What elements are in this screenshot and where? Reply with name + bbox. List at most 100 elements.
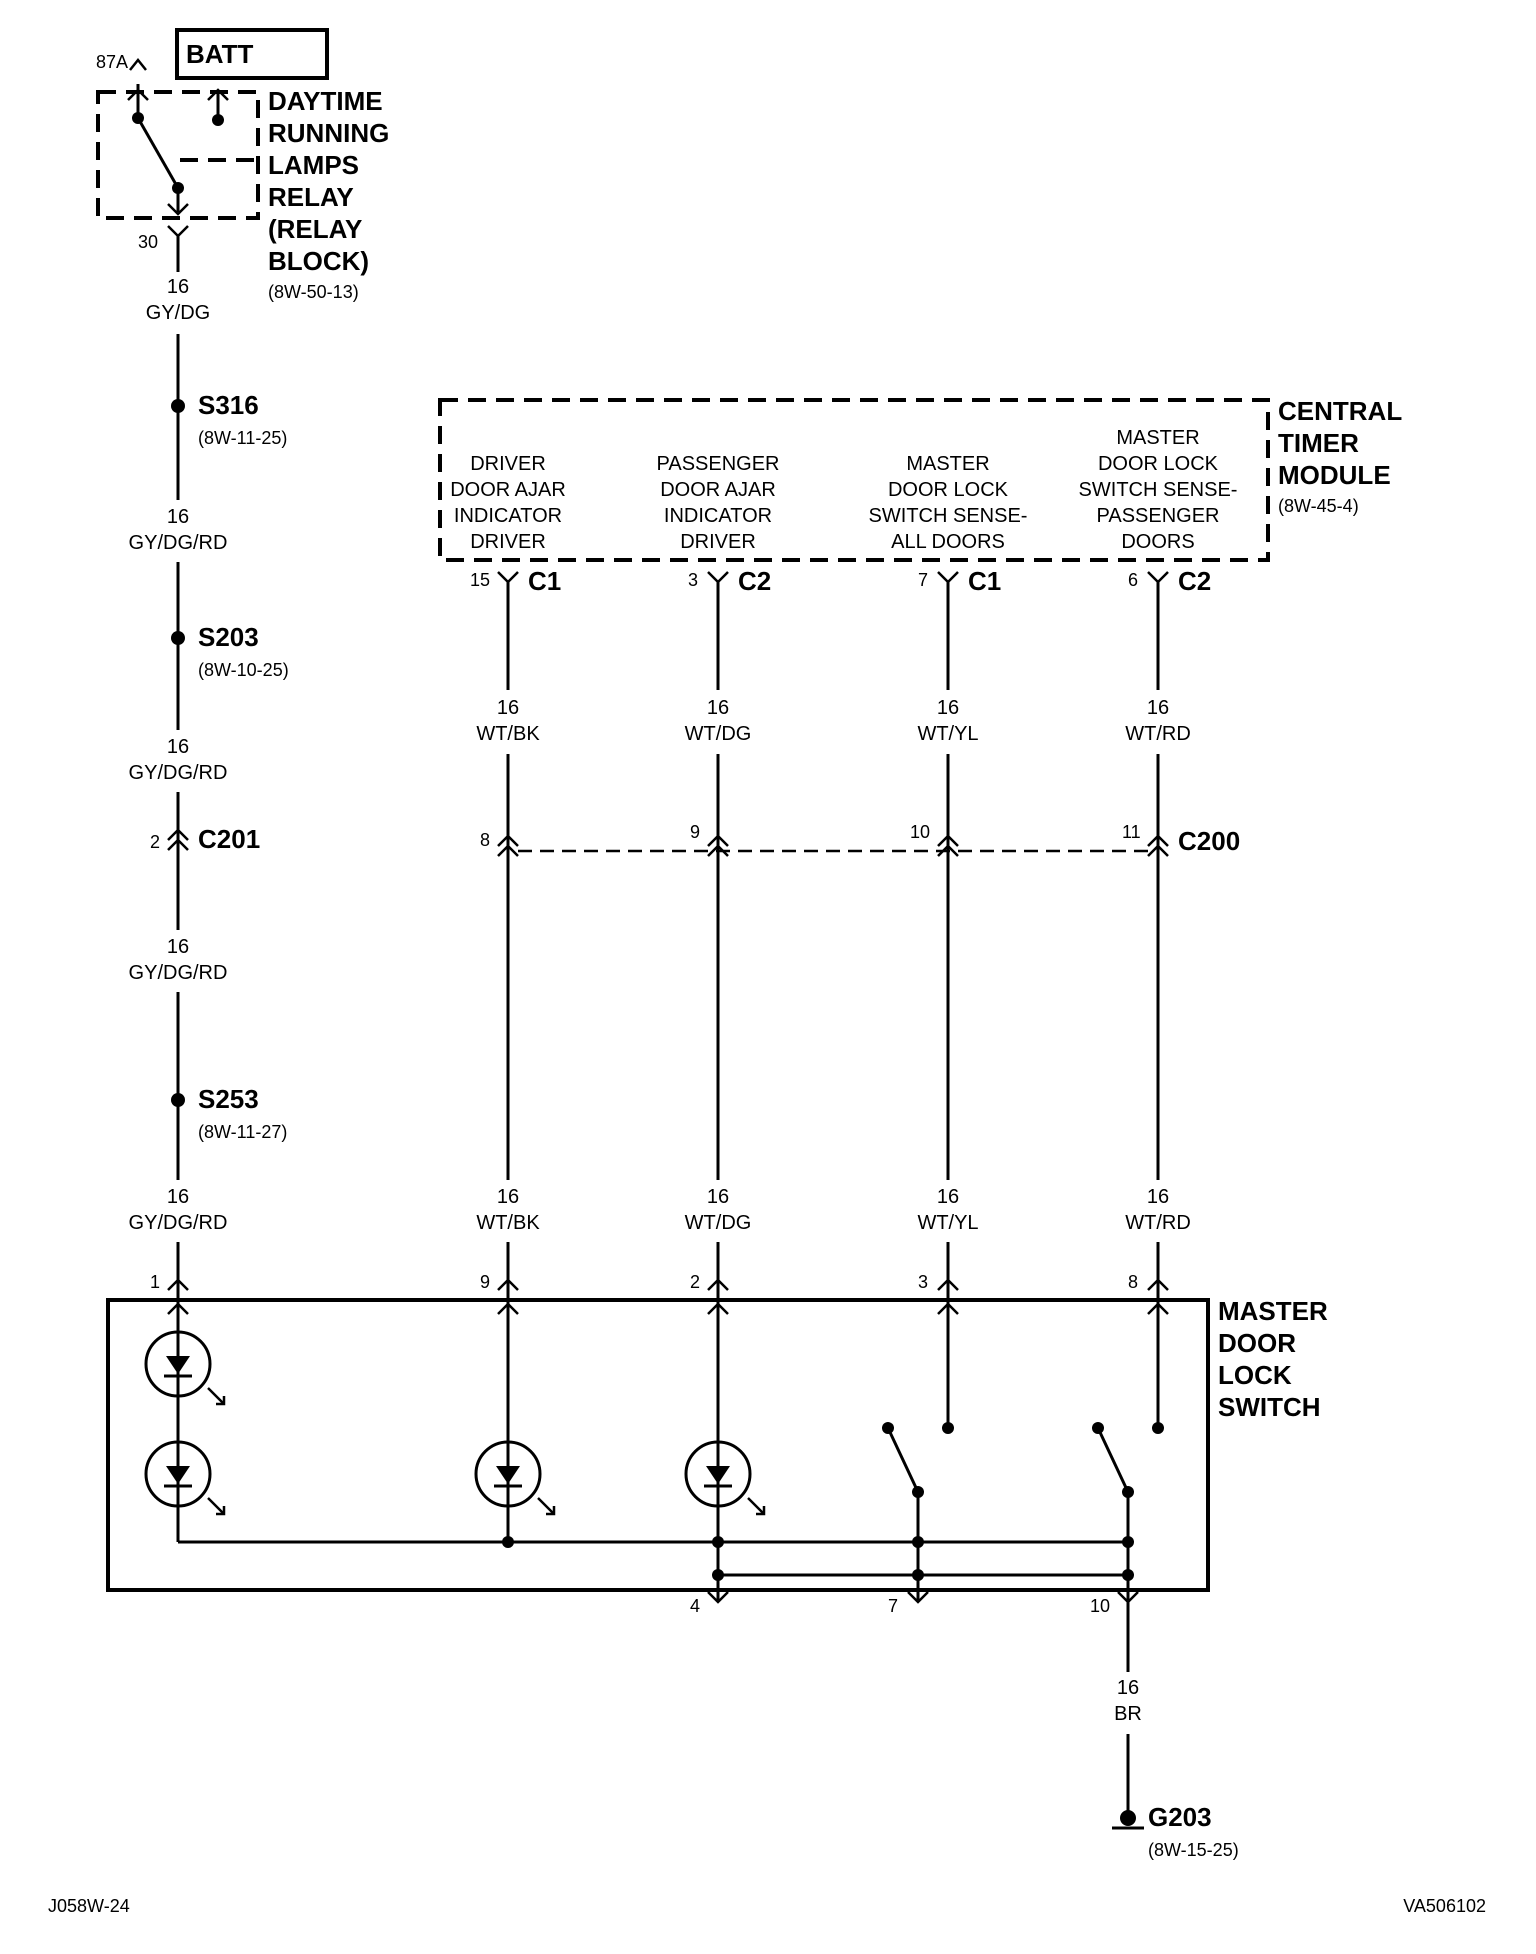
master-door-lock-switch: MASTER DOOR LOCK SWITCH	[106, 1296, 1328, 1616]
ctm-circuit-label: DOOR LOCK	[888, 479, 1009, 501]
splice-s253	[171, 1093, 185, 1107]
central-timer-module: CENTRAL TIMER MODULE (8W-45-4) DRIVER DO…	[438, 396, 1402, 562]
switch-pin: 9	[480, 1272, 490, 1292]
splice-ref: (8W-11-25)	[198, 428, 287, 448]
switch-contact-icon	[1092, 1422, 1134, 1600]
wire-color: WT/DG	[685, 1212, 752, 1234]
wire-color: WT/YL	[917, 1212, 978, 1234]
splice-id: S203	[198, 622, 259, 652]
wire-color: GY/DG/RD	[129, 962, 228, 984]
wire-gauge: 16	[1147, 697, 1169, 719]
ctm-ref: (8W-45-4)	[1278, 496, 1359, 516]
ctm-circuit-label: DOOR AJAR	[660, 479, 776, 501]
wire-gauge: 16	[707, 697, 729, 719]
switch-pin: 3	[918, 1272, 928, 1292]
ctm-circuit-label: INDICATOR	[664, 505, 772, 527]
led-icon	[144, 1330, 226, 1406]
ctm-label-line: MODULE	[1278, 460, 1391, 490]
splice-ref: (8W-11-27)	[198, 1122, 287, 1142]
circuit-wire-switch-sense-passenger-doors: 6 C2 16 WT/RD 11 16 WT/RD 8	[1122, 566, 1211, 1302]
switch-label-line: MASTER	[1218, 1296, 1328, 1326]
c200-pin: 8	[480, 830, 490, 850]
ctm-connector: C2	[738, 566, 771, 596]
ground-icon	[1120, 1810, 1136, 1826]
wire-gauge: 16	[497, 1186, 519, 1208]
ground-ref: (8W-15-25)	[1148, 1840, 1239, 1860]
ctm-connector: C2	[1178, 566, 1211, 596]
ctm-pin: 6	[1128, 570, 1138, 590]
ctm-label-line: TIMER	[1278, 428, 1359, 458]
led-icon	[474, 1440, 556, 1516]
switch-label-line: SWITCH	[1218, 1392, 1321, 1422]
wire-gauge: 16	[937, 1186, 959, 1208]
led-icon	[684, 1440, 766, 1516]
batt-box: BATT	[175, 28, 329, 80]
wire-color: WT/RD	[1125, 1212, 1191, 1234]
ctm-circuit-label: INDICATOR	[454, 505, 562, 527]
relay-label-line: RUNNING	[268, 118, 389, 148]
led-icon	[144, 1440, 226, 1516]
ctm-circuit-label: MASTER	[1116, 427, 1199, 449]
switch-pin: 1	[150, 1272, 160, 1292]
wire-color: WT/BK	[476, 1212, 540, 1234]
circuit-wire-driver-door-ajar: 15 C1 16 WT/BK 8 16 WT/BK 9	[470, 566, 561, 1302]
ctm-connector: C1	[968, 566, 1001, 596]
wire-gauge: 16	[707, 1186, 729, 1208]
relay-label-line: LAMPS	[268, 150, 359, 180]
relay-pin-30: 30	[138, 232, 158, 252]
ctm-label-line: CENTRAL	[1278, 396, 1402, 426]
wire-gauge: 16	[167, 736, 189, 758]
relay-label-line: RELAY	[268, 182, 354, 212]
splice-ref: (8W-10-25)	[198, 660, 289, 680]
wire-color: BR	[1114, 1703, 1142, 1725]
wire-color: GY/DG/RD	[129, 532, 228, 554]
ctm-pin: 7	[918, 570, 928, 590]
c200-pin: 10	[910, 822, 930, 842]
left-feed-wire: 16 GY/DG S316 (8W-11-25) 16 GY/DG/RD S20…	[129, 236, 289, 1302]
footer-right-code: VA506102	[1403, 1896, 1486, 1916]
ctm-circuit-label: ALL DOORS	[891, 531, 1005, 553]
wire-gauge: 16	[1147, 1186, 1169, 1208]
c200-connector: C200	[518, 826, 1240, 856]
ground-wire: 16 BR	[1114, 1602, 1142, 1816]
switch-bottom-pin: 10	[1090, 1596, 1110, 1616]
wire-color: GY/DG/RD	[129, 1212, 228, 1234]
footer-left-code: J058W-24	[48, 1896, 130, 1916]
ctm-circuit-label: SWITCH SENSE-	[1079, 479, 1238, 501]
batt-label: BATT	[186, 39, 254, 69]
wire-color: WT/BK	[476, 723, 540, 745]
switch-pin: 2	[690, 1272, 700, 1292]
wire-gauge: 16	[167, 1186, 189, 1208]
switch-contact-icon	[882, 1422, 924, 1600]
splice-s203	[171, 631, 185, 645]
ctm-circuit-label: DRIVER	[470, 453, 546, 475]
ground-id: G203	[1148, 1802, 1212, 1832]
c200-pin: 9	[690, 822, 700, 842]
wire-gauge: 16	[937, 697, 959, 719]
wire-color: WT/DG	[685, 723, 752, 745]
c201-label: C201	[198, 824, 260, 854]
ctm-connector: C1	[528, 566, 561, 596]
relay-label-line: (RELAY	[268, 214, 362, 244]
wire-gauge: 16	[1117, 1677, 1139, 1699]
ctm-pin: 3	[688, 570, 698, 590]
ctm-circuit-label: DRIVER	[470, 531, 546, 553]
wire-gauge: 16	[167, 506, 189, 528]
ctm-circuit-label: DOORS	[1121, 531, 1194, 553]
relay-ref: (8W-50-13)	[268, 282, 359, 302]
relay-pin-87a: 87A	[96, 52, 128, 72]
ctm-circuit-label: PASSENGER	[657, 453, 780, 475]
splice-s316	[171, 399, 185, 413]
c201-pin: 2	[150, 832, 160, 852]
c200-label: C200	[1178, 826, 1240, 856]
relay-label-line: DAYTIME	[268, 86, 383, 116]
switch-bottom-pin: 7	[888, 1596, 898, 1616]
ctm-circuit-label: DRIVER	[680, 531, 756, 553]
daytime-running-lamps-relay: 87A 30 DAYTIME RUNNING LAMPS RELAY (RELA…	[96, 52, 389, 302]
circuit-wire-switch-sense-all-doors: 7 C1 16 WT/YL 10 16 WT/YL 3	[910, 566, 1001, 1302]
switch-pin: 8	[1128, 1272, 1138, 1292]
ctm-circuit-label: SWITCH SENSE-	[869, 505, 1028, 527]
wire-gauge: 16	[497, 697, 519, 719]
ctm-circuit-label: DOOR LOCK	[1098, 453, 1219, 475]
